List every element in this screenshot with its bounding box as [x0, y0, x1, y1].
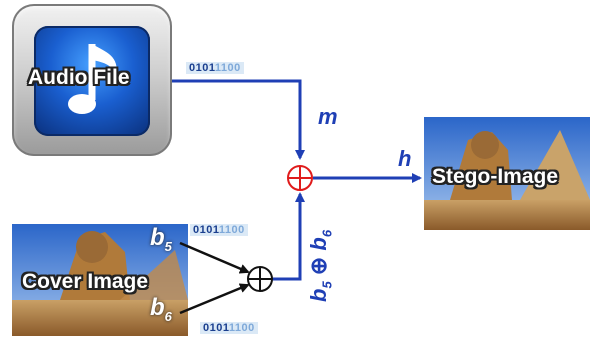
cover-bits-top: 01011100 [190, 224, 248, 236]
xor-operator-red [287, 165, 313, 191]
audio-to-xor-arrow [172, 79, 305, 160]
m-label: m [318, 104, 338, 129]
b5-label: b5 [150, 224, 172, 254]
cover-image-label: Cover Image [22, 270, 149, 293]
audio-bits: 01011100 [186, 62, 244, 74]
h-label: h [398, 146, 412, 171]
stego-image-picture [424, 117, 590, 230]
cover-bits-bottom: 01011100 [200, 322, 258, 334]
audio-file-label: Audio File [28, 66, 130, 89]
audio-file-icon [12, 4, 172, 156]
stego-image-label: Stego-Image [432, 165, 559, 188]
xor-to-red-xor-arrow [272, 192, 305, 281]
b5-xor-b6-label: b5 ⊕ b6 [306, 229, 335, 302]
b6-label: b6 [150, 294, 172, 324]
music-note-icon [34, 26, 150, 136]
b6-to-xor-arrow [179, 283, 250, 315]
xor-operator-black [247, 266, 273, 292]
cover-image-picture [12, 224, 188, 336]
b5-to-xor-arrow [179, 241, 250, 274]
